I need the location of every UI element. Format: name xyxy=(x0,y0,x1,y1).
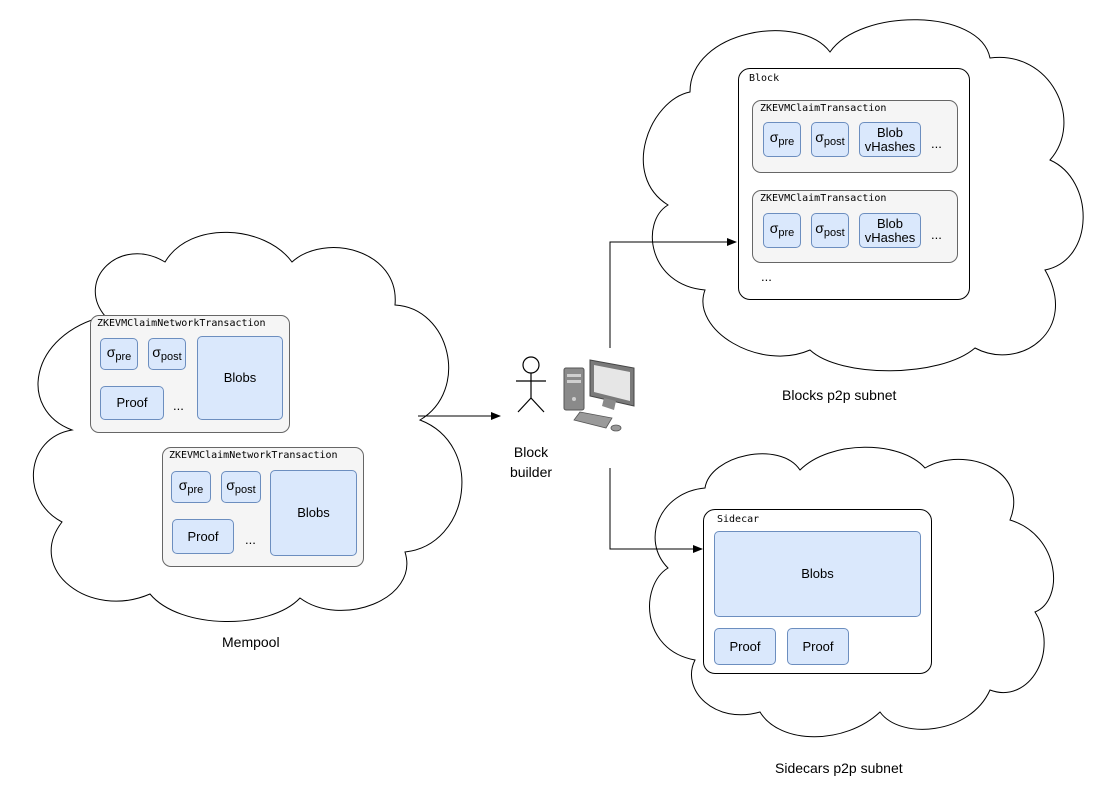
sigma-post-box: σpost xyxy=(148,338,186,370)
sidecars-subnet-label: Sidecars p2p subnet xyxy=(775,760,903,776)
sigma-pre-box: σpre xyxy=(100,338,138,370)
ellipsis: ... xyxy=(931,227,942,242)
sidecar-title: Sidecar xyxy=(717,514,760,525)
block-title: Block xyxy=(749,73,780,84)
ellipsis: ... xyxy=(173,398,184,413)
transaction-title: ZKEVMClaimNetworkTransaction xyxy=(169,450,338,461)
arrow-builder-to-sidecar xyxy=(609,468,703,553)
mempool-transaction-2: ZKEVMClaimNetworkTransaction σpre σpost … xyxy=(162,447,364,567)
block-transaction-1: ZKEVMClaimTransaction σpre σpost Blob vH… xyxy=(752,100,958,173)
sigma-post-box: σpost xyxy=(811,122,849,157)
ellipsis: ... xyxy=(931,136,942,151)
transaction-title: ZKEVMClaimTransaction xyxy=(760,103,887,114)
sidecar-proof-box-1: Proof xyxy=(714,628,776,665)
block-transaction-2: ZKEVMClaimTransaction σpre σpost Blob vH… xyxy=(752,190,958,263)
mempool-label: Mempool xyxy=(222,634,280,650)
block-builder-label: Block builder xyxy=(509,444,553,480)
sigma-post-box: σpost xyxy=(221,471,261,503)
person-icon xyxy=(516,356,546,413)
transaction-title: ZKEVMClaimTransaction xyxy=(760,193,887,204)
sidecar-proof-box-2: Proof xyxy=(787,628,849,665)
ellipsis: ... xyxy=(245,532,256,547)
sigma-pre-box: σpre xyxy=(763,213,801,248)
block-container: Block ZKEVMClaimTransaction σpre σpost B… xyxy=(738,68,970,300)
blocks-subnet-label: Blocks p2p subnet xyxy=(782,387,897,403)
blobs-box: Blobs xyxy=(270,470,357,556)
computer-icon xyxy=(563,359,635,432)
blob-vhashes-box: Blob vHashes xyxy=(859,122,921,157)
blobs-box: Blobs xyxy=(197,336,283,420)
proof-box: Proof xyxy=(100,386,164,420)
sigma-pre-box: σpre xyxy=(763,122,801,157)
proof-box: Proof xyxy=(172,519,234,554)
blob-vhashes-box: Blob vHashes xyxy=(859,213,921,248)
sigma-pre-box: σpre xyxy=(171,471,211,503)
arrow-builder-to-block xyxy=(609,238,737,348)
sidecar-blobs-box: Blobs xyxy=(714,531,921,617)
more-transactions-ellipsis: ... xyxy=(761,269,772,284)
transaction-title: ZKEVMClaimNetworkTransaction xyxy=(97,318,266,329)
sidecar-container: Sidecar Blobs Proof Proof xyxy=(703,509,932,674)
mempool-transaction-1: ZKEVMClaimNetworkTransaction σpre σpost … xyxy=(90,315,290,433)
sigma-post-box: σpost xyxy=(811,213,849,248)
